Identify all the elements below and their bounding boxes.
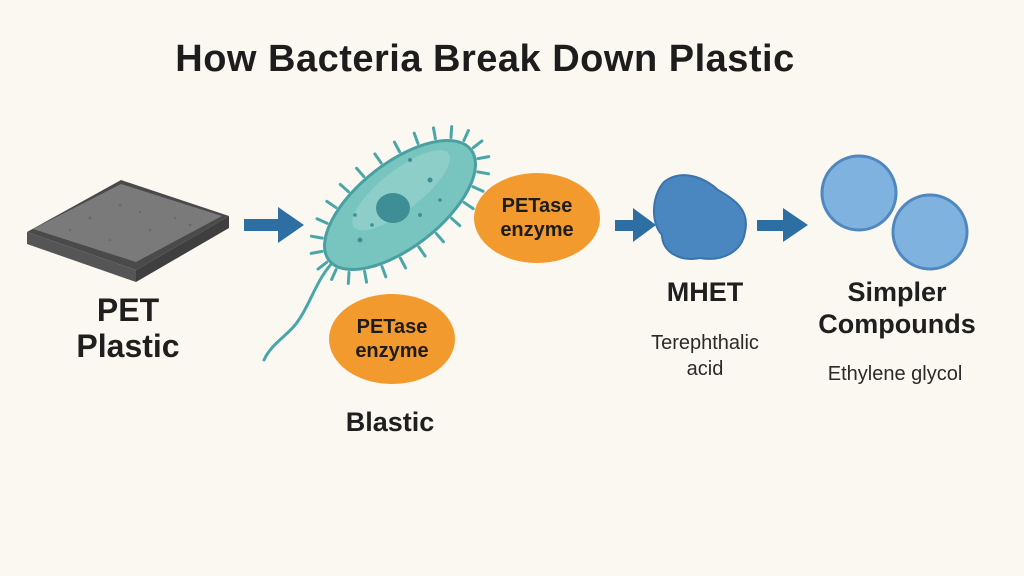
compounds-line1: Simpler <box>847 277 947 307</box>
mhet-sublabel: Terephthalic acid <box>625 330 785 382</box>
enzyme-below-line2: enzyme <box>355 340 429 362</box>
pet-sheet-icon <box>27 180 229 282</box>
mhet-blob-icon <box>653 174 747 260</box>
compounds-label: Simpler Compounds <box>792 276 1002 340</box>
bacterium-icon <box>262 125 491 362</box>
cilium <box>471 185 485 193</box>
cilium <box>330 267 338 281</box>
pet-plastic-label: PET Plastic <box>58 292 198 364</box>
cilium <box>338 182 350 194</box>
cilium <box>309 234 324 240</box>
cilium <box>476 155 491 161</box>
cilium <box>431 126 437 141</box>
enzyme-right-line1: PETase <box>501 195 573 217</box>
enzyme-blob-right <box>474 173 600 263</box>
mhet-sub-line2: acid <box>686 358 724 380</box>
cilium <box>434 231 445 244</box>
cilium <box>363 269 369 284</box>
cilium <box>471 139 484 150</box>
cilium <box>476 170 491 176</box>
cilium <box>450 216 462 228</box>
cilium <box>316 260 329 271</box>
enzyme-right-label: PETase enzyme <box>487 194 587 242</box>
pet-label-line1: PET <box>96 292 160 328</box>
enzyme-right-line2: enzyme <box>500 219 574 241</box>
cilium <box>449 125 454 140</box>
compound-circle-icon <box>820 154 898 232</box>
cilium <box>392 140 402 154</box>
compounds-line2: Compounds <box>818 309 976 339</box>
cilium <box>380 265 388 279</box>
cilium <box>315 217 329 225</box>
bacterium-label: Blastic <box>345 407 435 437</box>
enzyme-blob-below <box>329 294 455 384</box>
arrow-right-icon <box>615 208 656 242</box>
cilium <box>398 256 408 270</box>
pet-label-line2: Plastic <box>76 328 180 364</box>
cilium <box>355 166 366 179</box>
compound-circle-icon <box>891 193 969 271</box>
cilium <box>346 270 351 285</box>
arrow-right-icon <box>244 207 304 243</box>
cilium <box>325 199 338 210</box>
cilium <box>462 200 475 211</box>
cilium <box>417 245 427 258</box>
compounds-sublabel: Ethylene glycol <box>827 363 963 385</box>
enzyme-below-line1: PETase <box>356 316 428 338</box>
cilium <box>462 129 470 143</box>
mhet-sub-line1: Terephthalic <box>651 332 759 354</box>
cilium <box>309 249 324 255</box>
cilium <box>373 152 383 165</box>
page-title: How Bacteria Break Down Plastic <box>175 38 795 80</box>
enzyme-below-label: PETase enzyme <box>342 315 442 363</box>
mhet-label: MHET <box>666 277 744 307</box>
cilium <box>412 131 420 145</box>
arrow-right-icon <box>757 208 808 242</box>
